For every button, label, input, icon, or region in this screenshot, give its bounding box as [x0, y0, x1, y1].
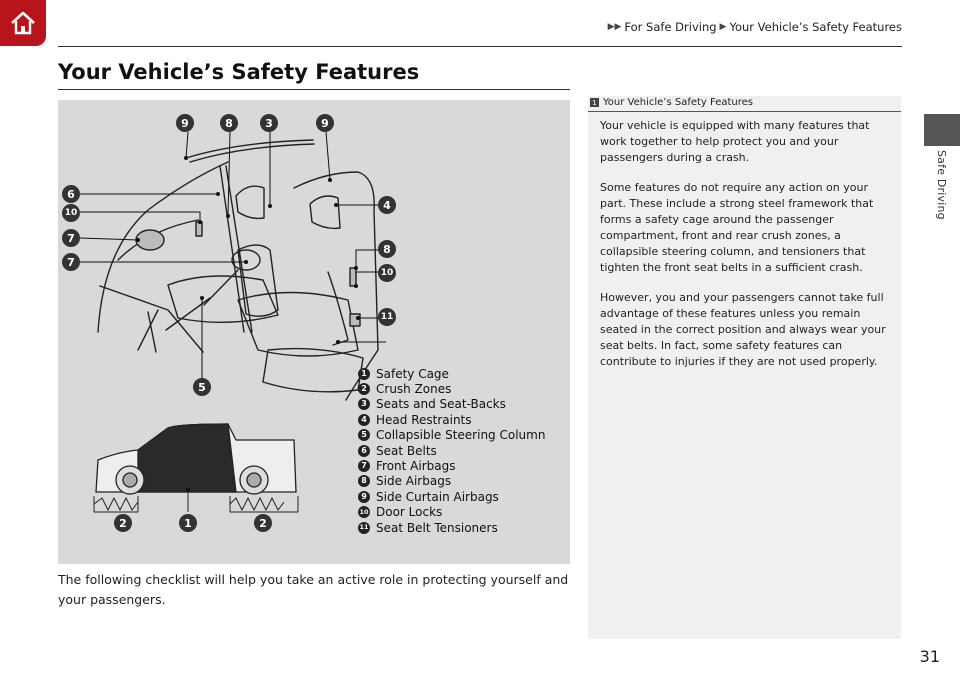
breadcrumb-current: Your Vehicle’s Safety Features — [729, 20, 902, 34]
title-divider — [58, 89, 570, 90]
note-paragraph: Some features do not require any action … — [600, 181, 874, 274]
legend-number: 11 — [358, 521, 370, 534]
legend-label: Front Airbags — [376, 459, 456, 474]
note-heading: 1 Your Vehicle’s Safety Features — [588, 96, 901, 112]
home-button[interactable] — [0, 0, 46, 46]
callout-7: 7 — [62, 253, 80, 271]
breadcrumb: ▶▶ For Safe Driving ▶ Your Vehicle’s Saf… — [608, 20, 902, 34]
legend-item: 3 Seats and Seat-Backs — [358, 397, 545, 412]
callout-6: 6 — [62, 185, 80, 203]
page-number: 31 — [919, 647, 940, 666]
legend-label: Head Restraints — [376, 412, 472, 427]
callout-3: 3 — [260, 114, 278, 132]
legend-item: 8 Side Airbags — [358, 474, 545, 489]
legend-item: 9 Side Curtain Airbags — [358, 489, 545, 504]
legend-number: 6 — [358, 444, 370, 457]
callout-2: 2 — [114, 514, 132, 532]
note-heading-text: Your Vehicle’s Safety Features — [603, 97, 754, 108]
breadcrumb-arrow-icon: ▶▶ — [607, 22, 622, 32]
callout-9: 9 — [176, 114, 194, 132]
legend-item: 11 Seat Belt Tensioners — [358, 520, 545, 535]
legend-label: Collapsible Steering Column — [376, 428, 546, 443]
legend-number: 2 — [358, 383, 370, 396]
legend-number: 3 — [358, 398, 370, 411]
callout-10: 10 — [378, 264, 396, 282]
feature-legend: 1 Safety Cage 2 Crush Zones 3 Seats and Sea… — [358, 366, 545, 535]
home-icon — [11, 11, 35, 35]
legend-label: Crush Zones — [376, 382, 452, 397]
note-paragraph: However, you and your passengers cannot … — [600, 291, 886, 368]
legend-number: 1 — [358, 367, 370, 380]
legend-number: 9 — [358, 490, 370, 503]
callout-9: 9 — [316, 114, 334, 132]
legend-number: 10 — [358, 506, 370, 519]
legend-item: 10 Door Locks — [358, 505, 545, 520]
legend-label: Safety Cage — [376, 366, 449, 381]
callout-1: 1 — [179, 514, 197, 532]
callout-11: 11 — [378, 308, 396, 326]
reference-icon: 1 — [590, 98, 599, 107]
pickup-truck-illustration — [95, 423, 297, 495]
legend-number: 8 — [358, 475, 370, 488]
legend-label: Side Airbags — [376, 474, 452, 489]
legend-item: 7 Front Airbags — [358, 458, 545, 473]
page-title: Your Vehicle’s Safety Features — [58, 60, 420, 84]
callout-8: 8 — [220, 114, 238, 132]
callout-2: 2 — [254, 514, 272, 532]
side-note-panel: 1 Your Vehicle’s Safety Features Your ve… — [588, 96, 901, 639]
legend-label: Door Locks — [376, 505, 443, 520]
legend-item: 5 Collapsible Steering Column — [358, 428, 545, 443]
legend-label: Seat Belts — [376, 443, 437, 458]
vehicle-interior-illustration — [79, 131, 388, 513]
legend-item: 1 Safety Cage — [358, 366, 545, 381]
callout-5: 5 — [193, 378, 211, 396]
legend-item: 6 Seat Belts — [358, 443, 545, 458]
callout-10: 10 — [62, 204, 80, 222]
legend-number: 4 — [358, 413, 370, 426]
breadcrumb-arrow-icon: ▶ — [719, 22, 727, 32]
callout-4: 4 — [378, 196, 396, 214]
intro-paragraph: The following checklist will help you ta… — [58, 572, 569, 607]
legend-label: Seats and Seat-Backs — [376, 397, 506, 412]
legend-number: 5 — [358, 429, 370, 442]
safety-features-figure: 9 8 3 9 6 10 7 7 4 8 10 11 5 2 1 2 1 Safe… — [58, 100, 570, 564]
legend-number: 7 — [358, 460, 370, 473]
legend-label: Side Curtain Airbags — [376, 489, 499, 504]
section-tab[interactable] — [924, 114, 960, 146]
legend-item: 4 Head Restraints — [358, 412, 545, 427]
callout-7: 7 — [62, 229, 80, 247]
legend-item: 2 Crush Zones — [358, 381, 545, 396]
header-divider — [58, 46, 902, 47]
legend-label: Seat Belt Tensioners — [376, 520, 498, 535]
breadcrumb-link-safe-driving[interactable]: For Safe Driving — [624, 20, 717, 34]
callout-8: 8 — [378, 240, 396, 258]
note-paragraph: Your vehicle is equipped with many featu… — [600, 119, 870, 164]
section-label: Safe Driving — [935, 150, 948, 220]
